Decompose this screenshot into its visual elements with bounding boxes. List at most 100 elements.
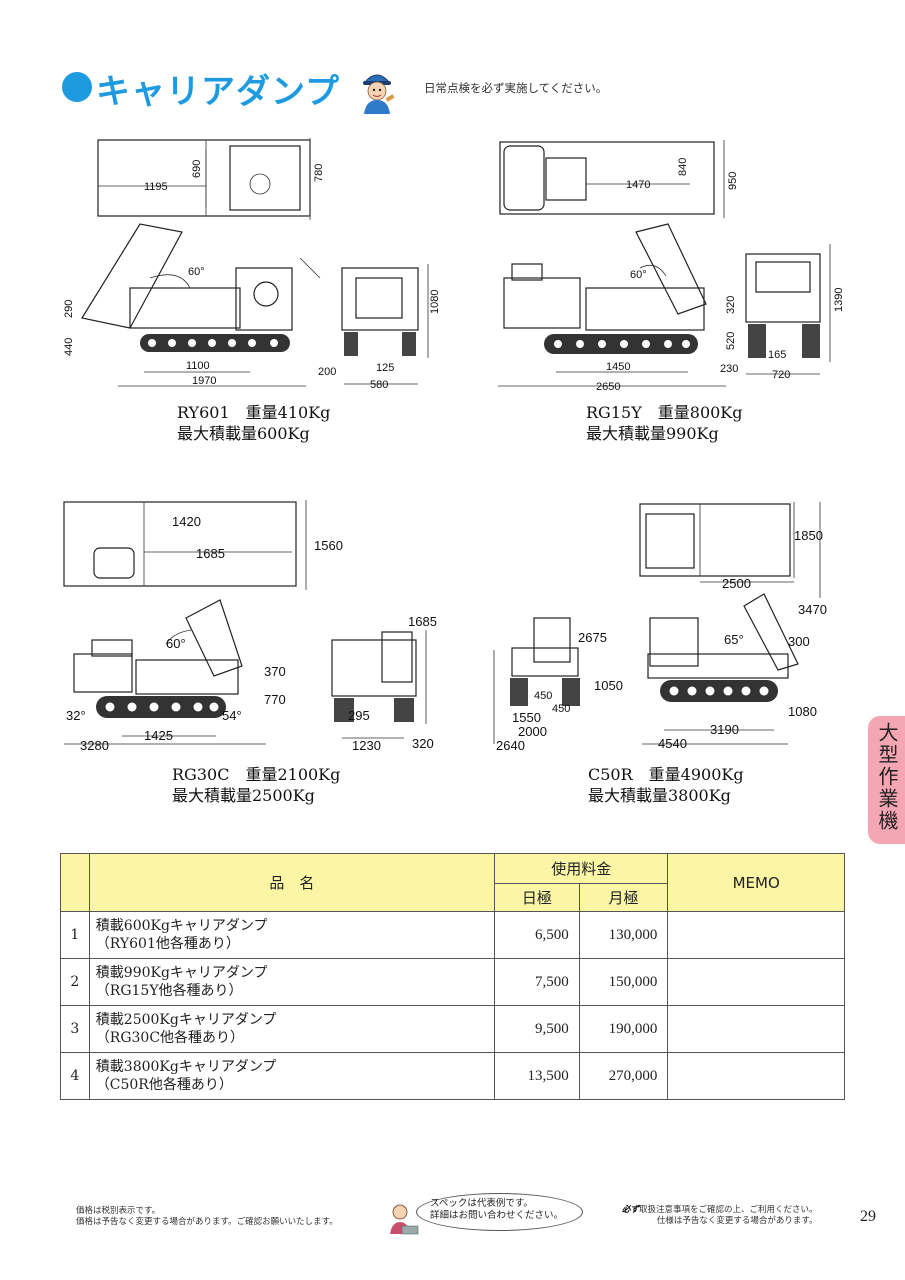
drawing-rg30c: 1420 1685 1560 60° 370 770 32° 54° 1425 …	[56, 494, 456, 758]
dim-label: 1850	[794, 528, 823, 543]
row-item-name: 積載990Kgキャリアダンプ （RG15Y他各種あり）	[88, 958, 496, 1006]
header-item-name: 品 名	[88, 853, 496, 912]
dim-label: 60°	[166, 636, 186, 651]
dim-label: 840	[677, 158, 689, 176]
model-name: RG30C	[172, 765, 230, 784]
row-number: 2	[60, 958, 90, 1006]
drawing-c50r: 1850 2500 3470 2675 1050 450 450 1550 20…	[488, 494, 848, 756]
category-side-tab	[868, 716, 905, 844]
header-rental-fee: 使用料金	[494, 853, 669, 884]
dim-label: 3470	[798, 602, 827, 617]
rental-price-table: 品 名 使用料金 MEMO 日極 月極 1 積載600Kgキャリアダンプ（RY6…	[60, 853, 845, 1100]
daily-price: 6,500	[494, 911, 580, 959]
weight: 重量800Kg	[657, 403, 743, 422]
header-number	[60, 853, 90, 912]
drawing-rg15y: 1470 840 950 60° 1450 2650 320 520 1390 …	[490, 128, 850, 400]
memo-cell	[667, 1005, 845, 1053]
dim-label: 1450	[606, 361, 630, 373]
dim-label: 54°	[222, 708, 242, 723]
monthly-price: 270,000	[578, 1052, 669, 1100]
max-load: 最大積載量990Kg	[586, 424, 719, 443]
item-title: 積載3800Kgキャリアダンプ	[95, 1059, 277, 1075]
table-row: 1 積載600Kgキャリアダンプ（RY601他各種あり） 6,500 130,0…	[60, 911, 845, 959]
dim-label: 1390	[833, 288, 845, 312]
dim-label: 3190	[710, 722, 739, 737]
weight: 重量4900Kg	[648, 765, 744, 784]
caption-ry601: RY601 重量410Kg 最大積載量600Kg	[177, 402, 330, 444]
page-title: キャリアダンプ	[96, 72, 340, 112]
row-item-name: 積載3800Kgキャリアダンプ （C50R他各種あり）	[88, 1052, 496, 1100]
dim-label: 3280	[80, 738, 109, 753]
dim-label: 1560	[314, 538, 343, 553]
dim-label: 32°	[66, 708, 86, 723]
item-variants: （RY601他各種あり）	[95, 936, 240, 952]
weight: 重量410Kg	[245, 403, 331, 422]
dim-label: 580	[370, 379, 388, 391]
dim-label: 1195	[144, 181, 168, 193]
page-number: 29	[860, 1208, 876, 1225]
speech-bubble	[416, 1193, 583, 1231]
item-title: 積載990Kgキャリアダンプ	[95, 965, 268, 981]
header-daily: 日極	[494, 883, 580, 912]
dim-label: 2675	[578, 630, 607, 645]
dim-label: 370	[264, 664, 286, 679]
memo-cell	[667, 958, 845, 1006]
caption-rg15y: RG15Y 重量800Kg 最大積載量990Kg	[586, 402, 743, 444]
caption-c50r: C50R 重量4900Kg 最大積載量3800Kg	[588, 764, 744, 806]
footer-emphasis: 必ず	[622, 1205, 640, 1215]
dim-label: 300	[788, 634, 810, 649]
dim-label: 690	[191, 160, 203, 178]
drawing-ry601: 1195 690 780 60° 290 440 1100 1970 1080 …	[60, 128, 450, 400]
dim-label: 770	[264, 692, 286, 707]
footer-caution-note: 取扱注意事項をご確認の上、ご利用ください。	[639, 1205, 818, 1215]
row-item-name: 積載600Kgキャリアダンプ （RY601他各種あり）	[88, 911, 496, 959]
dim-label: 1080	[429, 290, 441, 314]
table-row: 4 積載3800Kgキャリアダンプ （C50R他各種あり） 13,500 270,…	[60, 1052, 845, 1100]
dim-label: 950	[727, 172, 739, 190]
dim-label: 1080	[788, 704, 817, 719]
item-title: 積載2500Kgキャリアダンプ	[95, 1012, 277, 1028]
dim-label: 1550	[512, 710, 541, 725]
header-memo: MEMO	[667, 853, 845, 912]
footer-price-notice: 価格は税別表示です。 価格は予告なく変更する場合があります。ご確認お願いいたしま…	[76, 1206, 338, 1228]
item-variants: （C50R他各種あり）	[95, 1077, 233, 1093]
dim-label: 780	[313, 164, 325, 182]
row-number: 4	[60, 1052, 90, 1100]
dim-label: 450	[552, 703, 570, 715]
row-number: 3	[60, 1005, 90, 1053]
daily-price: 13,500	[494, 1052, 580, 1100]
dim-label: 4540	[658, 736, 687, 751]
memo-cell	[667, 911, 845, 959]
item-variants: （RG15Y他各種あり）	[95, 983, 243, 999]
dim-label: 440	[63, 338, 75, 356]
dim-label: 320	[412, 736, 434, 751]
dim-label: 165	[768, 349, 786, 361]
dim-label: 1425	[144, 728, 173, 743]
dim-label: 450	[534, 690, 552, 702]
dim-label: 1420	[172, 514, 201, 529]
dim-label: 60°	[188, 266, 205, 278]
model-name: RG15Y	[586, 403, 642, 422]
model-name: C50R	[588, 765, 633, 784]
bubble-line-1: スペックは代表例です。	[430, 1198, 533, 1209]
dim-label: 2500	[722, 576, 751, 591]
footer-usage-notice: 必ず取扱注意事項をご確認の上、ご利用ください。 仕様は予告なく変更する場合があり…	[622, 1205, 818, 1227]
dim-label: 295	[348, 708, 370, 723]
item-title: 積載600Kgキャリアダンプ	[95, 918, 268, 934]
dim-label: 65°	[724, 632, 744, 647]
dim-label: 200	[318, 366, 336, 378]
dim-label: 2000	[518, 724, 547, 739]
monthly-price: 190,000	[578, 1005, 669, 1053]
header-monthly: 月極	[578, 883, 669, 912]
dim-label: 520	[725, 332, 737, 350]
caption-rg30c: RG30C 重量2100Kg 最大積載量2500Kg	[172, 764, 340, 806]
footer-tax-note: 価格は税別表示です。	[76, 1206, 161, 1216]
daily-inspection-notice: 日常点検を必ず実施してください。	[424, 81, 608, 95]
weight: 重量2100Kg	[245, 765, 341, 784]
monthly-price: 150,000	[578, 958, 669, 1006]
category-side-tab-label: 大型作業機	[875, 722, 899, 832]
max-load: 最大積載量3800Kg	[588, 786, 731, 805]
dim-label: 320	[725, 296, 737, 314]
dim-label: 1685	[196, 546, 225, 561]
dim-label: 1050	[594, 678, 623, 693]
